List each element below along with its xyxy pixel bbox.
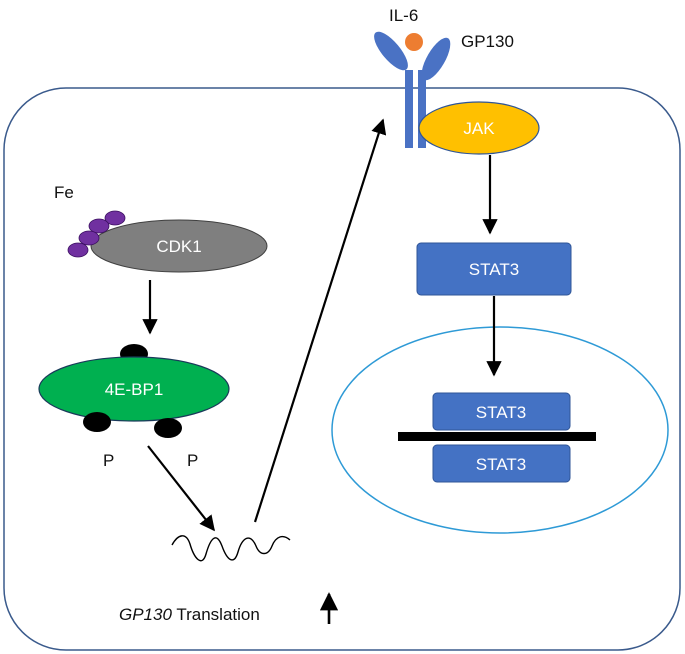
gp130-label: GP130 xyxy=(461,32,514,51)
il6-ligand xyxy=(405,33,423,51)
stat3-cytoplasm-node xyxy=(416,242,572,296)
fe-label: Fe xyxy=(54,183,74,202)
iron-atoms xyxy=(67,210,126,258)
receptor-left-arm xyxy=(374,31,408,71)
phospho-label-left: P xyxy=(103,451,114,470)
translation-word: Translation xyxy=(172,605,260,624)
stat3-cytoplasm-label: STAT3 xyxy=(469,260,519,279)
4ebp1-label: 4E-BP1 xyxy=(105,380,164,399)
mrna-squiggle-icon xyxy=(171,535,291,562)
iron-atom xyxy=(78,230,100,246)
nucleus xyxy=(331,326,669,534)
gp130-receptor xyxy=(374,31,451,148)
receptor-left-stalk xyxy=(405,70,413,148)
iron-atom xyxy=(104,210,126,226)
jak-node xyxy=(418,101,540,155)
phospho-label-right: P xyxy=(187,451,198,470)
translation-label: GP130 Translation xyxy=(119,605,260,624)
phospho-group-right xyxy=(154,418,182,438)
receptor-right-stalk xyxy=(418,70,426,148)
receptor-right-arm xyxy=(421,37,451,81)
arrow-mrna-to-receptor xyxy=(253,118,387,523)
cdk1-label: CDK1 xyxy=(156,237,201,256)
stat3-nucleus-top-label: STAT3 xyxy=(476,403,526,422)
4ebp1-node xyxy=(38,356,230,422)
phospho-group-left xyxy=(83,412,111,432)
iron-atom xyxy=(88,218,110,234)
il6-label: IL-6 xyxy=(389,6,418,25)
arrow-4ebp1-to-mrna xyxy=(147,445,215,532)
stat3-nucleus-bottom-label: STAT3 xyxy=(476,455,526,474)
cell-membrane xyxy=(3,87,681,651)
iron-atom xyxy=(67,242,89,258)
stat3-nucleus-top-node xyxy=(432,392,571,431)
cdk1-node xyxy=(90,219,268,273)
stat3-nucleus-bottom-node xyxy=(432,444,571,483)
dna-bar xyxy=(398,432,596,441)
translation-gene-name: GP130 xyxy=(119,605,172,624)
jak-label: JAK xyxy=(463,119,495,138)
